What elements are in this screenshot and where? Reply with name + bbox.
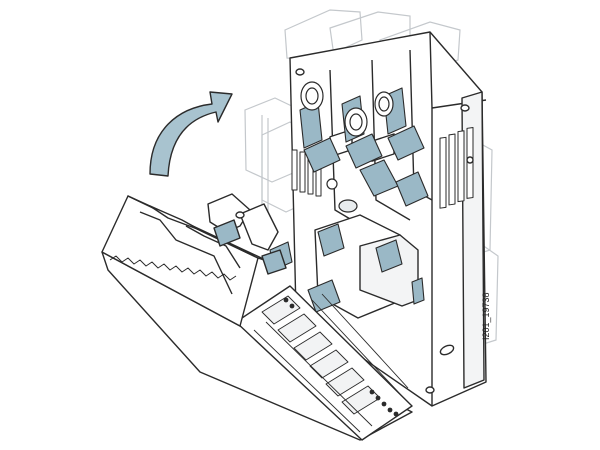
- rotary-knobs: [300, 81, 394, 213]
- figure-code-label: I201_19738: [481, 292, 491, 340]
- curved-arrow-icon: [149, 91, 233, 177]
- fuse-contacts: [269, 87, 429, 313]
- fuse-carrier-panel: [101, 193, 413, 441]
